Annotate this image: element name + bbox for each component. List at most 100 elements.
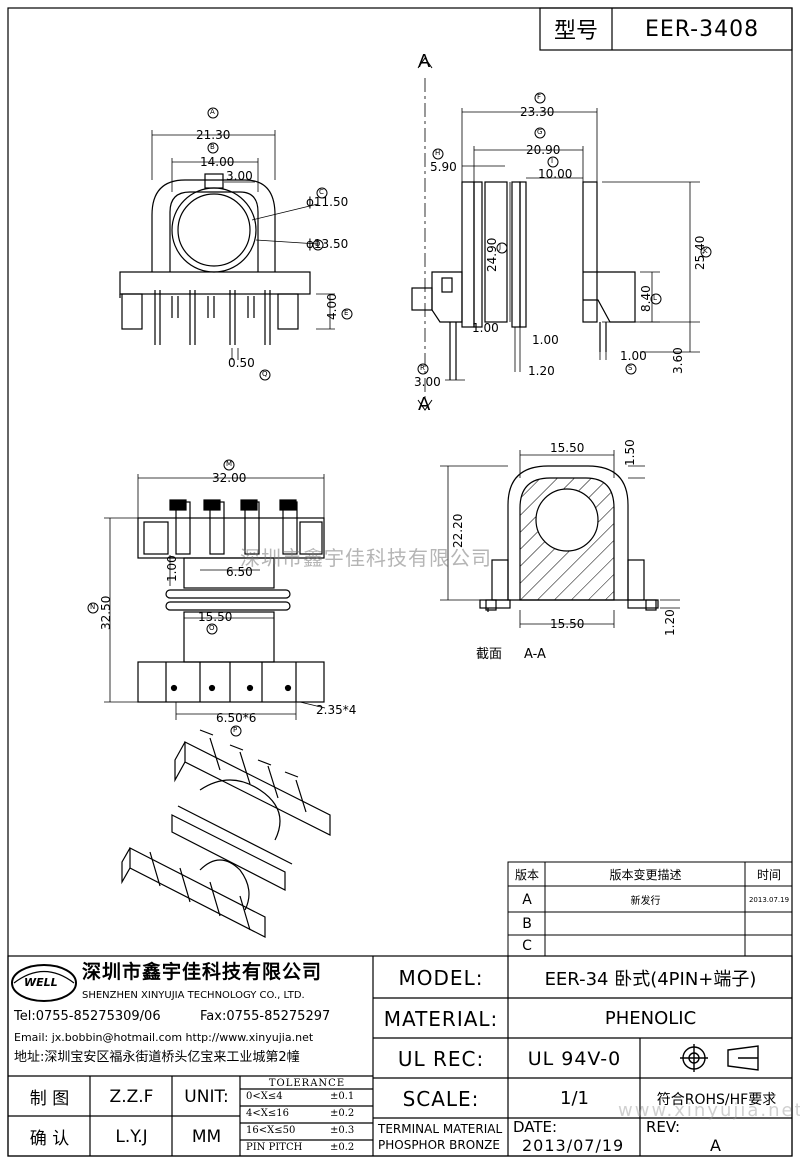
dim-e: 4.00: [325, 293, 339, 320]
rev-row-a-desc: 新发行: [630, 896, 661, 907]
rev-row-a-date: 2013.07.19: [748, 895, 790, 904]
dim-sec-bottom: 15.50: [550, 617, 585, 631]
tol-range-4: PIN PITCH: [246, 1142, 303, 1153]
dim-1-00-a: 1.00: [472, 321, 499, 335]
dim-sec-h: 22.20: [451, 513, 465, 548]
date-label: DATE:: [513, 1118, 558, 1136]
dim-r: 3.00: [414, 375, 441, 389]
part-number: EER-3408: [644, 16, 760, 42]
company-fax: Fax:0755-85275297: [200, 1009, 331, 1024]
side-view: [411, 57, 700, 411]
dim-f: 23.30: [520, 105, 555, 119]
check-value: L.Y.J: [115, 1126, 148, 1147]
material-value: PHENOLIC: [604, 1008, 697, 1029]
model-value: EER-34 卧式(4PIN+端子): [544, 968, 757, 990]
company-address: 地址:深圳宝安区福永街道桥头亿宝来工业城第2幢: [14, 1050, 300, 1065]
section-caption-aa: A-A: [524, 647, 546, 662]
ref-h: H: [435, 149, 441, 157]
dim-c: ϕ11.50: [306, 195, 349, 209]
dim-sec-1-20: 1.20: [663, 609, 677, 636]
company-name-en: SHENZHEN XINYUJIA TECHNOLOGY CO., LTD.: [82, 990, 305, 1001]
dim-o: 15.50: [198, 610, 233, 624]
rev-row-a-ver: A: [522, 891, 532, 908]
unit-value: MM: [191, 1126, 222, 1147]
rev-header-ver: 版本: [514, 868, 539, 882]
company-tel: Tel:0755-85275309/06: [14, 1009, 161, 1024]
dim-g-front: 0.50: [228, 356, 255, 370]
dim-i: 10.00: [538, 167, 573, 181]
rev-header-date: 时间: [756, 868, 781, 882]
dim-letter-circles: [87, 92, 712, 737]
top-view: [104, 474, 326, 720]
scale-value: 1/1: [560, 1088, 589, 1109]
draw-label: 制 图: [29, 1089, 70, 1109]
rev-row-c-ver: C: [522, 938, 532, 954]
dim-j: 24.90: [485, 237, 499, 272]
dim-b: 14.00: [200, 155, 235, 169]
rohs-note: 符合ROHS/HF要求: [656, 1091, 777, 1108]
dim-l: 8.40: [639, 285, 653, 312]
dim-sec-top: 15.50: [550, 441, 585, 455]
ref-j: J: [499, 243, 502, 251]
ref-c: C: [319, 188, 324, 196]
ref-k: K: [703, 247, 708, 255]
ref-m: M: [226, 460, 233, 468]
unit-label: UNIT:: [184, 1086, 229, 1107]
scale-label: SCALE:: [402, 1086, 480, 1111]
dim-g-side: 20.90: [526, 143, 561, 157]
ref-f: F: [537, 93, 542, 101]
company-logo: [11, 964, 77, 1002]
date-value: 2013/07/19: [522, 1136, 625, 1155]
title-block-grid: [7, 955, 793, 1157]
ref-g: G: [537, 128, 543, 136]
dim-1-00-b: 1.00: [532, 333, 559, 347]
ref-b: B: [210, 143, 215, 151]
dim-tab: 3.00: [226, 169, 253, 183]
rev-row-b-ver: B: [522, 916, 532, 932]
dim-d: ϕ13.50: [306, 237, 349, 251]
ulrec-value: UL 94V-0: [527, 1047, 622, 1070]
section-caption: 截面: [476, 647, 503, 662]
type-label: 型号: [553, 19, 598, 44]
dim-1-00-top: 1.00: [165, 555, 179, 582]
terminal-material-label: TERMINAL MATERIAL: [378, 1122, 503, 1136]
watermark: 深圳市鑫宇佳科技有限公司: [240, 546, 492, 570]
header-box: [539, 7, 793, 51]
dim-m: 32.00: [212, 471, 247, 485]
tol-value-1: ±0.1: [330, 1091, 355, 1102]
ref-q: Q: [262, 370, 268, 378]
dim-sec-1-50: 1.50: [623, 439, 637, 466]
rev-header-desc: 版本变更描述: [609, 868, 682, 882]
section-arrow-top: A: [418, 51, 431, 72]
ref-r: R: [420, 364, 425, 372]
rev-label: REV:: [646, 1118, 680, 1136]
section-view: [440, 450, 680, 628]
front-view: [119, 130, 335, 360]
ref-i: I: [551, 157, 554, 165]
isometric-view: [121, 729, 331, 938]
terminal-material-value: PHOSPHOR BRONZE: [378, 1138, 500, 1152]
ref-d: D: [315, 240, 321, 248]
logo-text: WELL: [24, 976, 58, 989]
ul-symbols: [680, 1044, 759, 1072]
ref-o: O: [209, 624, 215, 632]
ref-a: A: [210, 108, 215, 116]
check-label: 确 认: [29, 1129, 70, 1149]
model-label: MODEL:: [398, 965, 484, 990]
section-arrow-bottom: A: [418, 394, 431, 415]
dim-3-60: 3.60: [671, 347, 685, 374]
ulrec-label: UL REC:: [397, 1046, 485, 1071]
rev-value: A: [710, 1136, 721, 1155]
dim-n: 32.50: [99, 595, 113, 630]
tol-range-3: 16<X≤50: [246, 1125, 296, 1136]
ref-p: P: [233, 726, 238, 734]
ref-s: S: [628, 364, 633, 372]
tol-value-2: ±0.2: [330, 1108, 355, 1119]
tol-value-3: ±0.3: [330, 1125, 355, 1136]
dim-1-20: 1.20: [528, 364, 555, 378]
tol-value-4: ±0.2: [330, 1142, 355, 1153]
ref-n: N: [90, 603, 96, 611]
draw-value: Z.Z.F: [109, 1086, 154, 1107]
dim-s: 1.00: [620, 349, 647, 363]
